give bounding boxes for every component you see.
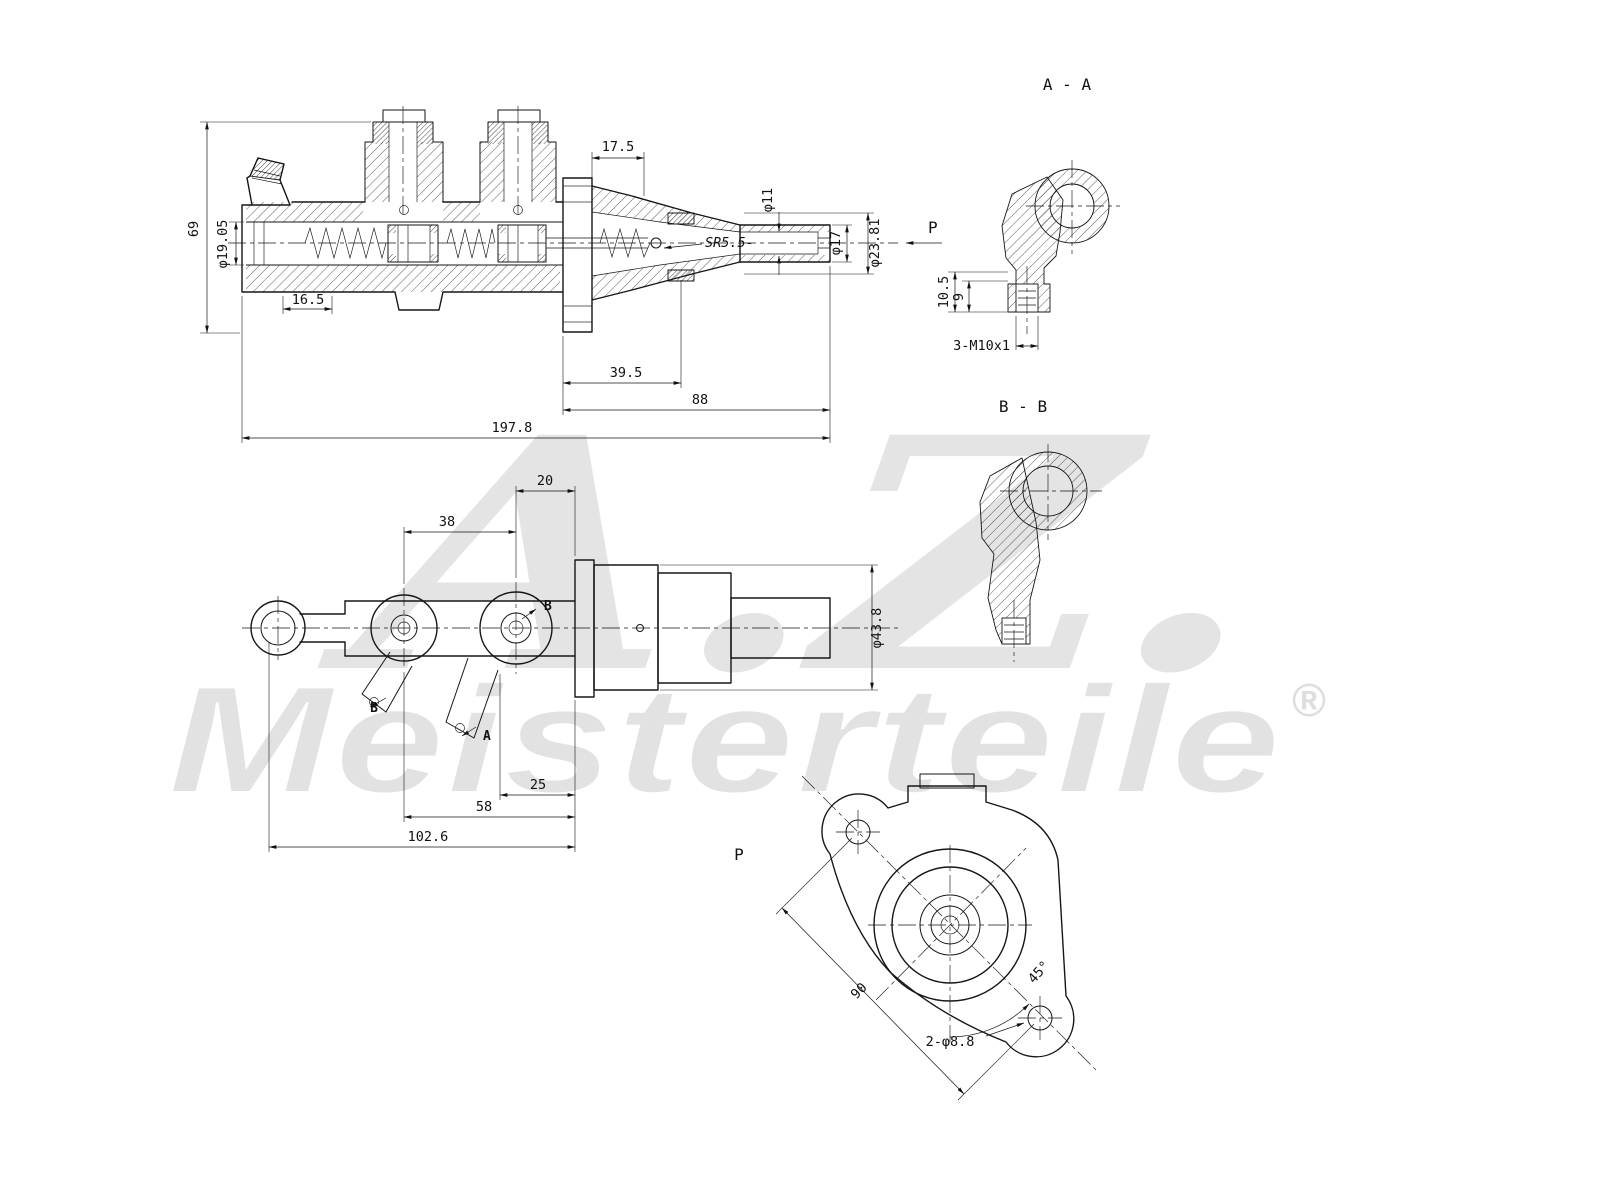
dim-43-8: φ43.8 bbox=[869, 608, 885, 649]
dim-197-8: 197.8 bbox=[492, 420, 533, 436]
watermark-logo: A.Z. bbox=[310, 368, 1282, 744]
dim-17-5: 17.5 bbox=[602, 139, 635, 155]
section-marker-b-top: B bbox=[544, 599, 552, 614]
dim-17: φ17 bbox=[828, 231, 844, 255]
dim-19-05: φ19.05 bbox=[215, 220, 231, 269]
dim-20: 20 bbox=[537, 473, 553, 489]
dim-23-81: φ23.81 bbox=[867, 219, 883, 268]
bottom-centerlines bbox=[242, 582, 898, 674]
main-internals bbox=[304, 224, 662, 263]
section-aa-dimensions: 10.5 9 3-M10x1 bbox=[936, 271, 1039, 354]
section-marker-a-bottom: A bbox=[483, 729, 491, 744]
dim-16-5: 16.5 bbox=[292, 292, 325, 308]
bottom-dimensions: 20 38 φ43.8 25 58 102.6 bbox=[268, 473, 885, 852]
section-bb-view: B - B bbox=[979, 397, 1102, 662]
main-centerlines bbox=[228, 106, 898, 244]
section-marker-b-bottom: B bbox=[370, 701, 378, 716]
bottom-section-markers: B B A bbox=[369, 599, 552, 744]
section-bb-label: B - B bbox=[999, 397, 1047, 416]
dim-102-6: 102.6 bbox=[408, 829, 449, 845]
section-aa-centerlines bbox=[1026, 160, 1120, 334]
main-dimensions: 17.5 69 φ19.05 16.5 39.5 88 197.8 bbox=[186, 121, 942, 443]
main-section-view: 17.5 69 φ19.05 16.5 39.5 88 197.8 bbox=[186, 106, 942, 443]
dim-3-m10x1: 3-M10x1 bbox=[953, 338, 1010, 354]
section-bb-centerlines bbox=[1000, 444, 1102, 662]
section-aa-label: A - A bbox=[1043, 75, 1092, 94]
p-view: P 90 2-φ8 bbox=[734, 773, 1097, 1101]
dim-39-5: 39.5 bbox=[610, 365, 643, 381]
dim-10-5: 10.5 bbox=[936, 276, 952, 309]
p-view-label: P bbox=[734, 845, 744, 864]
bottom-plan-view: B B A 20 38 φ43.8 25 58 bbox=[242, 473, 898, 852]
dim-88: 88 bbox=[692, 392, 708, 408]
p-direction-marker: P bbox=[928, 218, 938, 237]
dim-9: 9 bbox=[951, 293, 967, 301]
dim-69: 69 bbox=[186, 221, 202, 237]
dim-sr5-5: SR5.5- bbox=[705, 235, 754, 251]
main-hatching bbox=[246, 122, 830, 300]
section-aa-view: A - A 10.5 9 3-M10x1 bbox=[936, 75, 1120, 354]
dim-8-8: 2-φ8.8 bbox=[926, 1034, 975, 1050]
p-dimensions: 90 2-φ8.8 45° bbox=[775, 837, 1053, 1101]
dim-58: 58 bbox=[476, 799, 492, 815]
dim-25: 25 bbox=[530, 777, 546, 793]
watermark-registered-icon: ® bbox=[1292, 674, 1326, 726]
dim-11: φ11 bbox=[760, 188, 776, 212]
watermark-name: Meisterteile bbox=[168, 655, 1283, 825]
dim-38: 38 bbox=[439, 514, 455, 530]
main-outline bbox=[241, 109, 831, 333]
